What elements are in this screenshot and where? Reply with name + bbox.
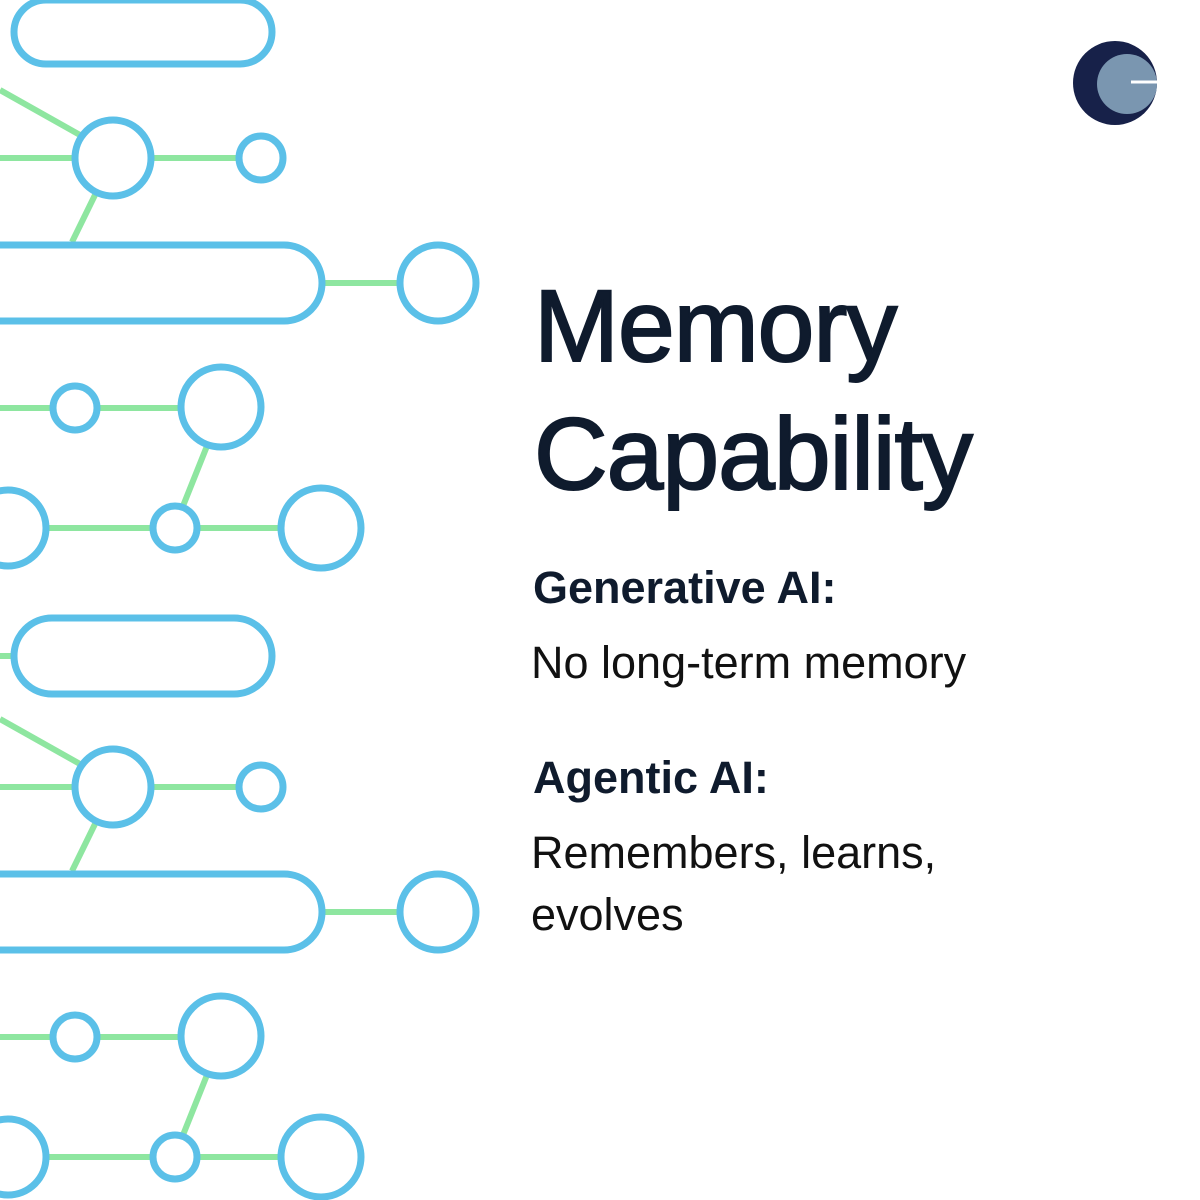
agentic-ai-label: Agentic AI: [533,752,769,803]
network-pill [10,0,276,68]
generative-ai-value: No long-term memory [531,637,967,688]
generative-ai-label: Generative AI: [533,562,837,613]
title-line-1: Memory [533,268,898,384]
network-segment [0,719,476,1197]
brand-logo-icon [1073,41,1160,125]
network-segment [0,90,476,568]
agentic-ai-value: Remembers, learns, evolves [531,822,936,946]
network-pattern-decoration [0,0,500,1200]
network-pill [10,614,276,698]
agentic-ai-value-line-2: evolves [531,889,684,940]
agentic-ai-value-line-1: Remembers, learns, [531,827,937,878]
title-line-2: Capability [533,396,974,512]
